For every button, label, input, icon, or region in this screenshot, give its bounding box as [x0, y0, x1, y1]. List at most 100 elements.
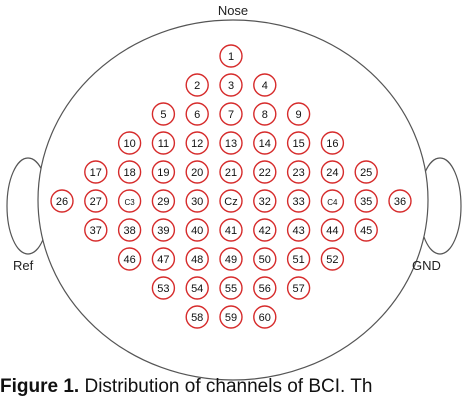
- electrode-c3: C3: [117, 189, 142, 213]
- electrode-label: 24: [326, 167, 338, 179]
- electrode-45: 45: [354, 218, 378, 242]
- electrode-label: 7: [228, 109, 234, 121]
- electrode-circle: [253, 73, 277, 97]
- electrode-circle: [253, 160, 277, 184]
- electrode-circle: [117, 218, 142, 242]
- electrode-circle: [253, 131, 277, 155]
- electrode-label: C4: [327, 198, 338, 207]
- electrode-1: 1: [219, 44, 243, 68]
- electrode-30: 30: [185, 189, 209, 213]
- electrode-label: 52: [326, 254, 338, 266]
- electrode-39: 39: [151, 218, 176, 242]
- electrode-26: 26: [50, 189, 74, 213]
- electrode-circle: [253, 189, 277, 213]
- electrode-35: 35: [354, 189, 378, 213]
- electrode-57: 57: [286, 276, 311, 300]
- electrode-9: 9: [286, 102, 311, 126]
- electrode-label: 27: [90, 196, 102, 208]
- electrode-47: 47: [151, 247, 176, 271]
- electrode-12: 12: [185, 131, 209, 155]
- electrode-52: 52: [320, 247, 345, 271]
- electrode-circle: [117, 160, 142, 184]
- electrode-label: 3: [228, 80, 234, 92]
- electrode-circle: [253, 247, 277, 271]
- electrode-label: 32: [259, 196, 271, 208]
- electrode-circle: [219, 247, 243, 271]
- electrode-label: C3: [124, 198, 135, 207]
- electrode-label: 43: [292, 225, 304, 237]
- electrode-33: 33: [286, 189, 311, 213]
- electrode-48: 48: [185, 247, 209, 271]
- electrode-22: 22: [253, 160, 277, 184]
- electrode-label: 54: [191, 283, 203, 295]
- electrode-label: 35: [360, 196, 372, 208]
- electrode-41: 41: [219, 218, 243, 242]
- electrode-circle: [286, 102, 311, 126]
- electrode-44: 44: [320, 218, 345, 242]
- electrode-circle: [219, 305, 243, 329]
- electrode-circle: [117, 247, 142, 271]
- electrode-55: 55: [219, 276, 243, 300]
- electrode-circle: [354, 218, 378, 242]
- electrode-circle: [219, 189, 243, 213]
- electrode-circle: [151, 102, 176, 126]
- electrode-label: 12: [191, 138, 203, 150]
- electrode-label: 58: [191, 312, 203, 324]
- electrode-37: 37: [84, 218, 108, 242]
- electrode-circle: [320, 131, 345, 155]
- electrode-51: 51: [286, 247, 311, 271]
- electrode-circle: [320, 189, 345, 213]
- nose-label: Nose: [218, 3, 248, 18]
- electrode-circle: [286, 218, 311, 242]
- electrode-label: 13: [225, 138, 237, 150]
- electrode-circle: [388, 189, 412, 213]
- electrode-label: 2: [194, 80, 200, 92]
- electrode-circle: [185, 73, 209, 97]
- electrode-circle: [185, 276, 209, 300]
- electrode-label: 42: [259, 225, 271, 237]
- electrode-42: 42: [253, 218, 277, 242]
- electrode-60: 60: [253, 305, 277, 329]
- electrode-56: 56: [253, 276, 277, 300]
- electrode-label: 37: [90, 225, 102, 237]
- electrode-7: 7: [219, 102, 243, 126]
- electrode-label: 56: [259, 283, 271, 295]
- electrode-46: 46: [117, 247, 142, 271]
- electrode-label: 26: [56, 196, 68, 208]
- electrode-label: 19: [157, 167, 169, 179]
- electrode-17: 17: [84, 160, 108, 184]
- electrode-circle: [219, 131, 243, 155]
- electrode-circle: [151, 189, 176, 213]
- electrode-label: 14: [259, 138, 271, 150]
- electrode-label: 1: [228, 51, 234, 63]
- electrode-20: 20: [185, 160, 209, 184]
- electrode-18: 18: [117, 160, 142, 184]
- electrode-23: 23: [286, 160, 311, 184]
- electrode-circle: [84, 218, 108, 242]
- electrode-16: 16: [320, 131, 345, 155]
- electrode-circle: [219, 102, 243, 126]
- electrode-label: 29: [157, 196, 169, 208]
- electrode-21: 21: [219, 160, 243, 184]
- electrode-circle: [185, 218, 209, 242]
- electrode-label: 23: [292, 167, 304, 179]
- electrode-27: 27: [84, 189, 108, 213]
- electrode-label: 8: [262, 109, 268, 121]
- electrode-11: 11: [151, 131, 176, 155]
- electrode-circle: [286, 247, 311, 271]
- electrode-circle: [286, 276, 311, 300]
- electrode-circle: [185, 131, 209, 155]
- figure-caption: Figure 1. Distribution of channels of BC…: [0, 376, 474, 409]
- electrode-label: 30: [191, 196, 203, 208]
- electrode-circle: [151, 131, 176, 155]
- electrode-50: 50: [253, 247, 277, 271]
- electrode-label: 36: [394, 196, 406, 208]
- electrode-53: 53: [151, 276, 176, 300]
- electrode-label: 39: [157, 225, 169, 237]
- electrode-label: 53: [157, 283, 169, 295]
- electrode-circle: [84, 189, 108, 213]
- electrode-circle: [185, 160, 209, 184]
- gnd-label: GND: [412, 258, 441, 273]
- electrode-label: 40: [191, 225, 203, 237]
